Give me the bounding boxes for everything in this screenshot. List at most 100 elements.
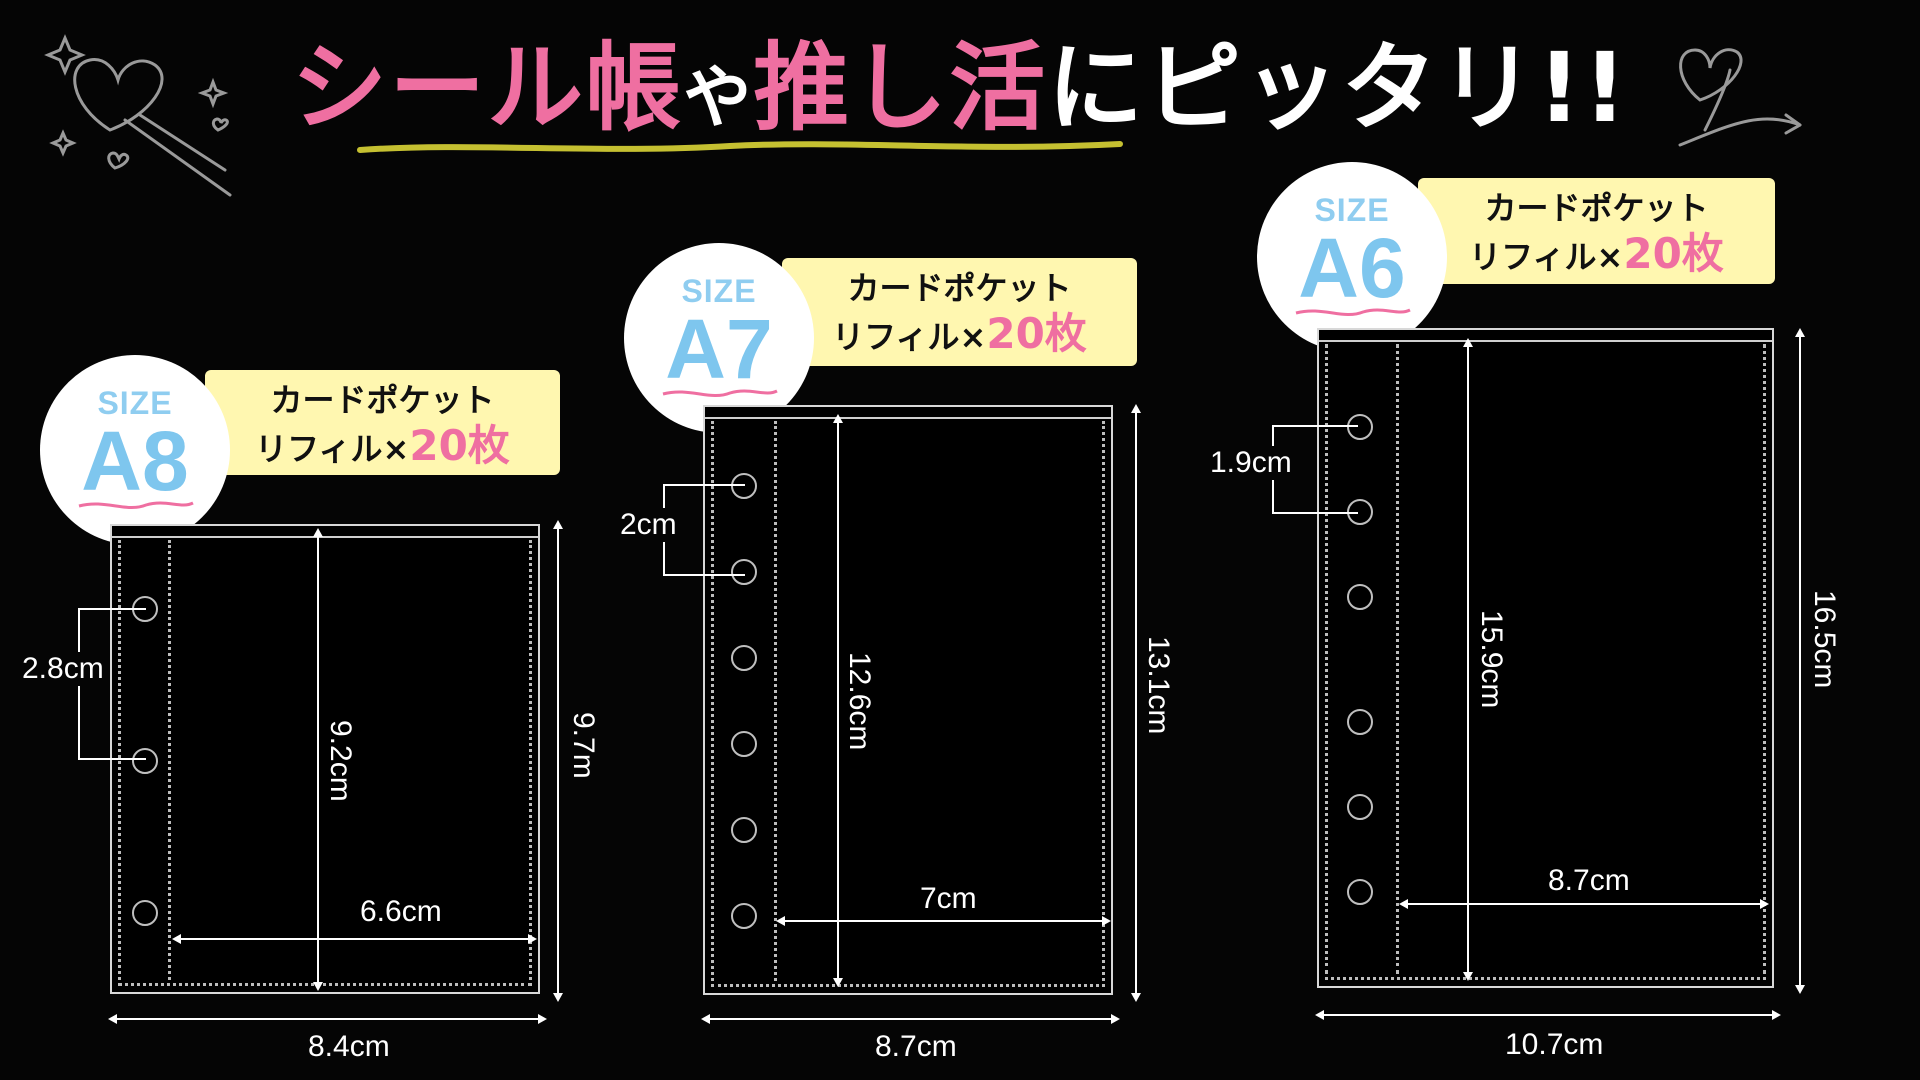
- badge-a8-line1: カードポケット: [270, 381, 495, 419]
- arrow-left: [1315, 1010, 1324, 1020]
- sheet-a7-dots-left: [711, 421, 714, 981]
- badge-a7-line2: リフィル×20枚: [782, 310, 1137, 361]
- punch-hole: [132, 900, 158, 926]
- arrow-up: [1795, 328, 1805, 337]
- size-name-a8: A8: [81, 414, 189, 508]
- arrow-down: [1795, 985, 1805, 994]
- outer-width-label-a6: 10.7cm: [1505, 1028, 1604, 1061]
- sheet-a7: [703, 405, 1113, 995]
- arrow-up: [313, 528, 323, 537]
- arrow-down: [313, 982, 323, 991]
- punch-hole: [1347, 794, 1373, 820]
- badge-a8-line2: リフィル×20枚: [205, 422, 560, 473]
- punch-hole: [1347, 709, 1373, 735]
- inner-height-label-a8: 9.2cm: [324, 720, 357, 802]
- sheet-a8-dots-left: [118, 540, 121, 980]
- badge-a6-count: 20枚: [1623, 229, 1724, 278]
- punch-hole: [731, 645, 757, 671]
- badge-a6-line1: カードポケット: [1484, 189, 1709, 227]
- arrow-down: [833, 978, 843, 987]
- punch-hole: [731, 731, 757, 757]
- punch-hole: [731, 903, 757, 929]
- punch-hole: [132, 748, 158, 774]
- badge-a6-line2: リフィル×20枚: [1418, 230, 1775, 281]
- outer-width-line-a7: [707, 1018, 1111, 1020]
- arrow-left: [172, 934, 181, 944]
- size-name-a7: A7: [665, 302, 773, 396]
- sheet-a8-dots-bottom: [118, 983, 532, 986]
- punch-hole: [1347, 584, 1373, 610]
- size-underline-a7: [662, 389, 778, 398]
- sheet-a8-dots-mid: [168, 540, 171, 980]
- punch-hole: [1347, 879, 1373, 905]
- arrow-left: [776, 916, 785, 926]
- arrow-right: [1772, 1010, 1781, 1020]
- inner-width-label-a6: 8.7cm: [1548, 864, 1630, 897]
- badge-a7-prefix: リフィル×: [832, 318, 987, 356]
- sheet-a8-dots-right: [529, 540, 532, 980]
- arrow-up: [833, 414, 843, 423]
- size-label-a7: SIZE: [681, 273, 757, 309]
- inner-width-line-a6: [1405, 903, 1760, 905]
- arrow-right: [1760, 899, 1769, 909]
- inner-width-label-a8: 6.6cm: [360, 895, 442, 928]
- punch-hole: [731, 817, 757, 843]
- sheet-a8-top-edge: [112, 526, 538, 538]
- sheet-a6: [1317, 328, 1774, 988]
- sheet-a8: [110, 524, 540, 994]
- arrow-right: [1102, 916, 1111, 926]
- punch-hole: [731, 559, 757, 585]
- badge-a7-count: 20枚: [986, 309, 1087, 358]
- badge-a8-prefix: リフィル×: [255, 430, 410, 468]
- badge-a7-line1: カードポケット: [847, 269, 1072, 307]
- arrow-left: [701, 1014, 710, 1024]
- title-part-sticker-book: シール帳: [291, 32, 684, 144]
- badge-a7: カードポケット リフィル×20枚: [782, 258, 1137, 366]
- outer-height-line-a8: [557, 526, 559, 994]
- outer-height-line-a7: [1135, 410, 1137, 995]
- arrow-left: [1399, 899, 1408, 909]
- sheet-a7-dots-bottom: [711, 984, 1105, 987]
- badge-a6-prefix: リフィル×: [1469, 238, 1624, 276]
- arrow-down: [553, 993, 563, 1002]
- title-underline: [357, 141, 1123, 153]
- outer-width-label-a8: 8.4cm: [308, 1030, 390, 1063]
- title-part-oshikatsu: 推し活: [753, 32, 1048, 144]
- inner-height-label-a6: 15.9cm: [1475, 610, 1508, 709]
- badge-a8-count: 20枚: [409, 421, 510, 470]
- punch-hole: [1347, 414, 1373, 440]
- arrow-up: [553, 520, 563, 529]
- punch-hole: [731, 473, 757, 499]
- sheet-a6-dots-mid: [1396, 344, 1399, 974]
- inner-width-line-a8: [178, 938, 528, 940]
- outer-width-line-a8: [114, 1018, 538, 1020]
- title-part-ya: や: [683, 59, 754, 138]
- outer-height-label-a7: 13.1cm: [1142, 636, 1175, 735]
- outer-height-line-a6: [1799, 334, 1801, 986]
- hole-spacing-label-a8: 2.8cm: [22, 652, 104, 686]
- size-underline-a6: [1295, 308, 1411, 317]
- size-circle-a7: SIZE A7: [624, 243, 814, 433]
- inner-height-line-a7: [837, 420, 839, 980]
- size-label-a8: SIZE: [97, 385, 173, 421]
- heart-arrow-doodle-icon: [1678, 48, 1802, 147]
- outer-height-label-a8: 9.7m: [567, 712, 600, 779]
- heart-sparkle-doodle-icon: [44, 34, 232, 197]
- size-underline-a8: [78, 501, 194, 510]
- inner-height-line-a6: [1467, 344, 1469, 974]
- outer-width-line-a6: [1321, 1014, 1772, 1016]
- size-circle-a8: SIZE A8: [40, 355, 230, 545]
- inner-height-line-a8: [317, 534, 319, 984]
- arrow-right: [538, 1014, 547, 1024]
- arrow-left: [108, 1014, 117, 1024]
- arrow-up: [1463, 338, 1473, 347]
- sheet-a6-dots-left: [1325, 344, 1328, 974]
- sheet-a7-dots-mid: [774, 421, 777, 981]
- size-name-a6: A6: [1298, 221, 1406, 315]
- badge-a6: カードポケット リフィル×20枚: [1418, 178, 1775, 284]
- size-label-a6: SIZE: [1314, 192, 1390, 228]
- title-part-pittari: にピッタリ!!: [1047, 32, 1629, 144]
- page-title: シール帳や推し活にピッタリ!!: [0, 28, 1920, 159]
- outer-width-label-a7: 8.7cm: [875, 1030, 957, 1063]
- badge-a8: カードポケット リフィル×20枚: [205, 370, 560, 475]
